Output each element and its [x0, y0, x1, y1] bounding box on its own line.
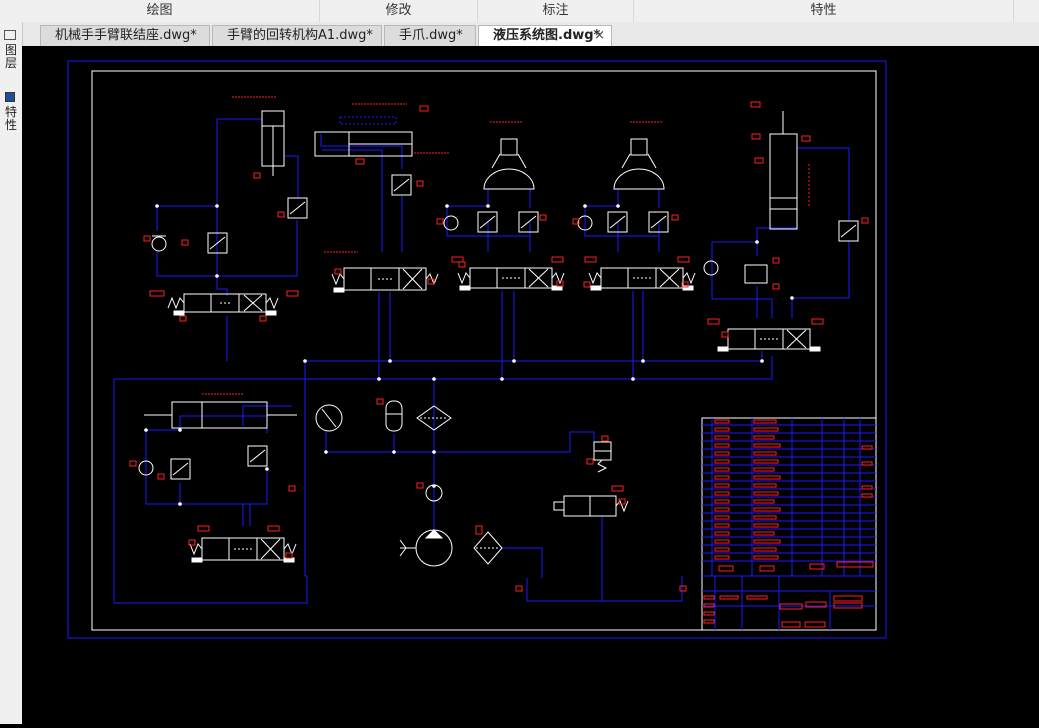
- pressure-gauge: [315, 404, 343, 432]
- callout-text-lines: [202, 96, 810, 395]
- bom-entries: [703, 419, 874, 628]
- component-symbols: [138, 110, 859, 567]
- ribbon-tab-end: [1014, 0, 1039, 22]
- ribbon-group-modify-label: 修改: [385, 3, 412, 18]
- document-tab-bar: 机械手手臂联结座.dwg* 手臂的回转机构A1.dwg* 手爪.dwg* 液压系…: [22, 22, 1039, 46]
- ribbon-group-properties[interactable]: 特性: [634, 0, 1014, 22]
- directional-valve-2: [343, 267, 427, 291]
- directional-valve-3: [469, 267, 553, 289]
- rotary-actuator-2: [613, 168, 665, 190]
- accumulator: [385, 400, 403, 432]
- title-block: [701, 417, 877, 631]
- ribbon-group-dimension[interactable]: 标注: [478, 0, 634, 22]
- ribbon-group-draw-label: 绘图: [146, 3, 173, 18]
- drawing-canvas[interactable]: [22, 46, 1039, 724]
- cooler: [416, 405, 452, 431]
- document-tab-label: 液压系统图.dwg*: [493, 28, 601, 43]
- vertical-cylinder: [769, 133, 798, 230]
- close-icon[interactable]: ×: [594, 28, 605, 43]
- side-panel-layers-label[interactable]: 图层: [4, 43, 17, 70]
- directional-valve-1: [183, 293, 267, 313]
- shutoff-valve: [744, 264, 768, 284]
- rotary-actuator-1: [483, 168, 535, 190]
- side-panel-properties-label[interactable]: 特性: [4, 105, 17, 132]
- document-tab-arm-rotation[interactable]: 手臂的回转机构A1.dwg*: [212, 25, 382, 46]
- document-tab-label: 手臂的回转机构A1.dwg*: [227, 28, 373, 43]
- ribbon-group-dimension-label: 标注: [542, 3, 569, 18]
- document-tab-gripper[interactable]: 手爪.dwg*: [384, 25, 476, 46]
- ribbon-group-properties-label: 特性: [810, 3, 837, 18]
- bom-grid: [702, 418, 876, 630]
- side-panel: 图层 特性: [0, 22, 23, 724]
- directional-valve-4: [600, 267, 684, 289]
- document-tab-hydraulic-system[interactable]: 液压系统图.dwg*×: [478, 25, 612, 46]
- directional-valve-5: [727, 328, 811, 350]
- document-tab-label: 机械手手臂联结座.dwg*: [55, 28, 197, 43]
- inner-frame: [91, 70, 877, 631]
- ribbon-group-draw[interactable]: 绘图: [0, 0, 320, 22]
- document-tab-arm-base[interactable]: 机械手手臂联结座.dwg*: [40, 25, 210, 46]
- ribbon-group-modify[interactable]: 修改: [320, 0, 478, 22]
- annotation-markers: [129, 101, 869, 592]
- junction-dots: [144, 204, 794, 506]
- properties-icon[interactable]: [5, 92, 15, 102]
- oil-filter: [473, 531, 503, 565]
- outer-frame: [67, 60, 887, 639]
- document-tab-label: 手爪.dwg*: [399, 28, 463, 43]
- directional-valve-6: [201, 537, 285, 561]
- ribbon-tab-bar: 绘图 修改 标注 特性: [0, 0, 1039, 23]
- hydraulic-schematic-drawing: [67, 60, 887, 639]
- layers-icon[interactable]: [4, 30, 16, 40]
